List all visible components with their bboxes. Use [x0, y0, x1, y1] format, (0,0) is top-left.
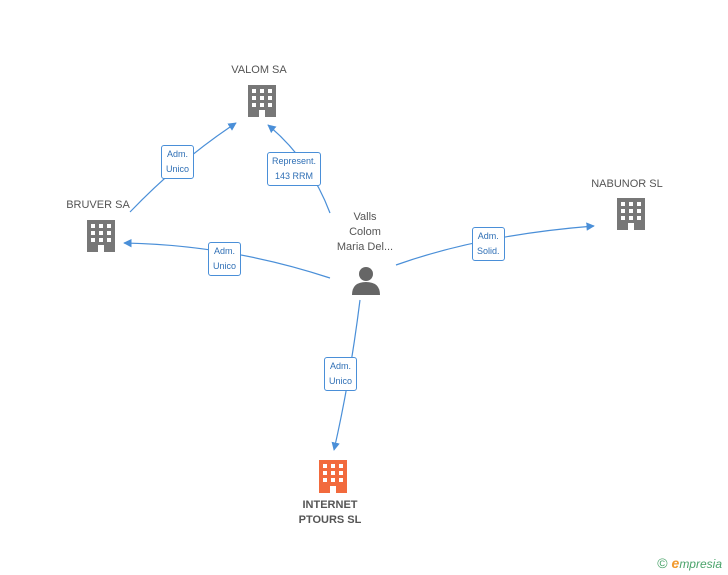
internet-label-line2: PTOURS SL — [298, 514, 362, 526]
edge-label-person-valom[interactable]: Represent. 143 RRM — [267, 152, 322, 186]
brand-logo-text: mpresia — [679, 557, 722, 571]
edge-label-line2: Unico — [166, 164, 190, 174]
edge-label-line1: Adm. — [214, 246, 236, 256]
node-label-valom[interactable]: VALOM SA — [231, 64, 287, 76]
node-label-nabunor[interactable]: NABUNOR SL — [591, 178, 663, 190]
empresia-footer[interactable]: ©empresia — [657, 555, 722, 571]
person-label-line2: Colom — [349, 226, 381, 238]
edge-label-line2: 143 RRM — [275, 171, 314, 181]
edge-label-line1: Adm. — [330, 361, 352, 371]
internet-label-line1: INTERNET — [302, 499, 358, 511]
edge-label-line1: Adm. — [477, 231, 499, 241]
building-icon[interactable] — [248, 85, 276, 117]
edge-label-bruver-valom[interactable]: Adm. Unico — [161, 145, 195, 179]
node-label-internet[interactable]: INTERNET PTOURS SL — [288, 498, 372, 528]
edge-label-person-bruver[interactable]: Adm. Unico — [208, 242, 242, 276]
edge-label-person-nabunor[interactable]: Adm. Solid. — [472, 227, 505, 261]
edge-label-line2: Unico — [329, 376, 353, 386]
edge-label-line1: Represent. — [272, 156, 317, 166]
building-icon[interactable] — [617, 198, 645, 230]
person-label-line3: Maria Del... — [336, 241, 394, 253]
copyright-icon: © — [657, 555, 668, 571]
person-icon[interactable] — [352, 267, 380, 295]
building-icon[interactable] — [87, 220, 115, 252]
person-label-line1: Valls — [353, 211, 377, 223]
node-label-bruver[interactable]: BRUVER SA — [66, 199, 130, 211]
edge-label-line1: Adm. — [167, 149, 189, 159]
edge-label-line2: Unico — [213, 261, 237, 271]
edge-label-person-internet[interactable]: Adm. Unico — [324, 357, 358, 391]
main-building-icon[interactable] — [319, 460, 347, 493]
edge-label-line2: Solid. — [477, 246, 500, 256]
brand-logo-initial: e — [671, 555, 680, 571]
node-label-person[interactable]: Valls Colom Maria Del... — [322, 210, 408, 255]
